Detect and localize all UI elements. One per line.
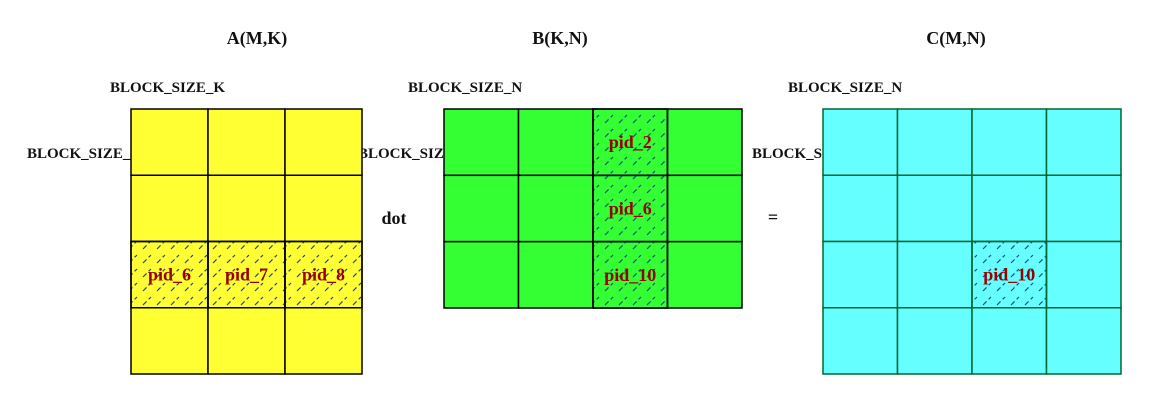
matrix-b-block <box>443 174 520 243</box>
matrix-a-title: A(M,K) <box>227 28 287 49</box>
matrix-b-block <box>443 240 520 309</box>
matrix-b-grid: pid_2 pid_6 pid_10 <box>443 108 743 309</box>
matrix-c-block <box>822 307 899 375</box>
matrix-c-block <box>971 307 1048 375</box>
matrix-c-title: C(M,N) <box>926 28 985 49</box>
matrix-c-block <box>896 240 973 309</box>
matrix-c-block <box>896 307 973 375</box>
matrix-b-block <box>666 108 743 177</box>
hatched-block <box>207 240 286 309</box>
hatched-block <box>130 240 209 309</box>
equals-operator: = <box>768 207 778 227</box>
matrix-c-block <box>971 108 1048 176</box>
matrix-a-block <box>284 174 363 243</box>
matrix-c-block <box>1045 307 1122 375</box>
hatched-block <box>592 108 669 177</box>
matrix-a-block <box>207 174 286 243</box>
hatched-block <box>284 240 363 309</box>
matrix-a-block <box>207 108 286 176</box>
matrix-b-title: B(K,N) <box>532 28 588 49</box>
pid-label: pid_2 <box>609 132 652 152</box>
matrix-b-block <box>517 174 594 243</box>
matrix-b-block <box>666 240 743 309</box>
matrix-a-block <box>207 307 286 375</box>
matrix-a-top-label: BLOCK_SIZE_K <box>110 80 225 96</box>
matrix-c-top-label: BLOCK_SIZE_N <box>788 80 902 96</box>
hatched-block <box>971 240 1048 309</box>
hatched-block <box>592 174 669 243</box>
matrix-c-block <box>822 240 899 309</box>
pid-label: pid_6 <box>609 199 652 219</box>
dot-operator: dot <box>381 208 406 228</box>
matrix-b-block <box>666 174 743 243</box>
matrix-c-block <box>822 174 899 243</box>
pid-label: pid_8 <box>302 265 345 285</box>
matrix-a-block <box>130 307 209 375</box>
pid-label: pid_10 <box>983 265 1035 285</box>
matrix-a-block <box>130 174 209 243</box>
matrix-a-block <box>284 307 363 375</box>
matrix-c-block <box>822 108 899 176</box>
matrix-b-block <box>443 108 520 177</box>
matrix-c-block <box>1045 108 1122 176</box>
matrix-a-block <box>284 108 363 176</box>
pid-label: pid_10 <box>604 265 656 285</box>
matrix-b-block <box>517 108 594 177</box>
matrix-c-block <box>1045 174 1122 243</box>
pid-label: pid_7 <box>225 265 268 285</box>
matrix-a-block <box>130 108 209 176</box>
matrix-c-grid: pid_10 <box>822 108 1122 375</box>
pid-label: pid_6 <box>148 265 191 285</box>
matrix-a-grid: pid_6 pid_7 pid_8 <box>130 108 363 375</box>
matrix-a-side-label: BLOCK_SIZE_M <box>27 146 145 162</box>
matrix-b-block <box>517 240 594 309</box>
matrix-c-block <box>896 174 973 243</box>
matrix-b-top-label: BLOCK_SIZE_N <box>408 80 522 96</box>
matrix-c-block <box>896 108 973 176</box>
hatched-block <box>592 240 669 309</box>
matrix-c-block <box>971 174 1048 243</box>
matrix-c-block <box>1045 240 1122 309</box>
